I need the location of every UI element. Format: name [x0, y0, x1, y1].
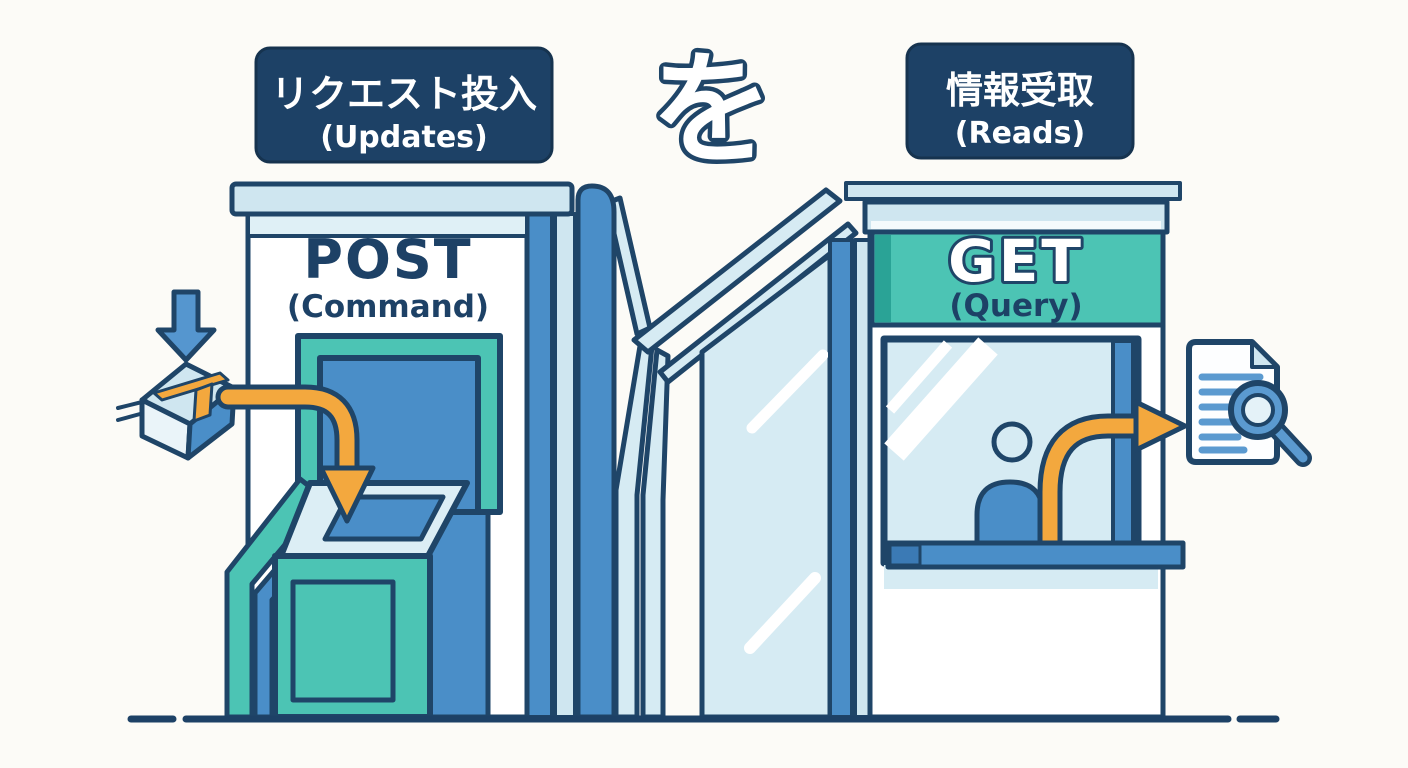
right-title-en: (Reads)	[955, 116, 1085, 151]
kiosk-cabinet-panel	[290, 579, 396, 703]
glass-band-1	[631, 187, 843, 355]
right-title-box	[905, 42, 1135, 160]
window-mullion	[1111, 339, 1135, 545]
left-title-box	[254, 46, 554, 164]
post-booth	[224, 181, 617, 720]
left-title-jp: リクエスト投入	[271, 72, 537, 116]
get-wall-stripe-blue	[828, 238, 854, 719]
left-title-en: (Updates)	[320, 120, 488, 155]
post-column-light	[553, 212, 577, 719]
glass-glare-2	[744, 572, 821, 654]
get-roof-white-strip	[871, 221, 1161, 229]
document-fold	[1250, 340, 1279, 369]
glass-band-2	[657, 221, 859, 385]
glass-glare-1	[746, 349, 829, 434]
left-title-label: リクエスト投入 (Updates)	[254, 46, 554, 164]
document-search-icon	[1186, 339, 1312, 467]
post-column-inner	[525, 212, 554, 719]
counter-sill-end	[888, 543, 922, 567]
post-roof	[229, 181, 575, 217]
post-subtitle: (Command)	[287, 289, 489, 325]
counter-sill	[885, 540, 1186, 570]
person-icon	[974, 421, 1046, 546]
magnifier-lens	[1241, 393, 1275, 427]
right-title-jp: 情報受取	[946, 69, 1094, 112]
output-arrow-icon	[1037, 399, 1188, 558]
package-tape-side	[192, 382, 214, 423]
get-header-band	[869, 229, 1166, 328]
package-tape-top	[152, 371, 230, 402]
submit-arrow-icon	[215, 384, 376, 524]
get-title: GET	[948, 227, 1084, 295]
package-line-1	[116, 399, 148, 410]
person-body	[974, 479, 1046, 546]
person-head	[991, 421, 1033, 463]
submit-group	[116, 289, 376, 524]
get-header-shade	[875, 235, 891, 322]
get-booth	[828, 181, 1188, 720]
glass-partition	[604, 187, 859, 720]
package-line-2	[116, 412, 142, 422]
service-window	[880, 335, 1142, 567]
window-glare-2	[885, 340, 953, 414]
post-title: POST	[303, 228, 472, 291]
get-subtitle: (Query)	[949, 288, 1082, 324]
magnifier-icon	[1228, 380, 1312, 467]
document-lines	[1198, 373, 1264, 454]
down-arrow-icon	[155, 289, 217, 363]
right-title-label: 情報受取 (Reads)	[905, 42, 1135, 160]
post-column-outer	[575, 183, 617, 720]
get-roof-top	[844, 181, 1182, 201]
particle-character: を	[651, 39, 773, 181]
window-glare-1	[884, 337, 998, 461]
